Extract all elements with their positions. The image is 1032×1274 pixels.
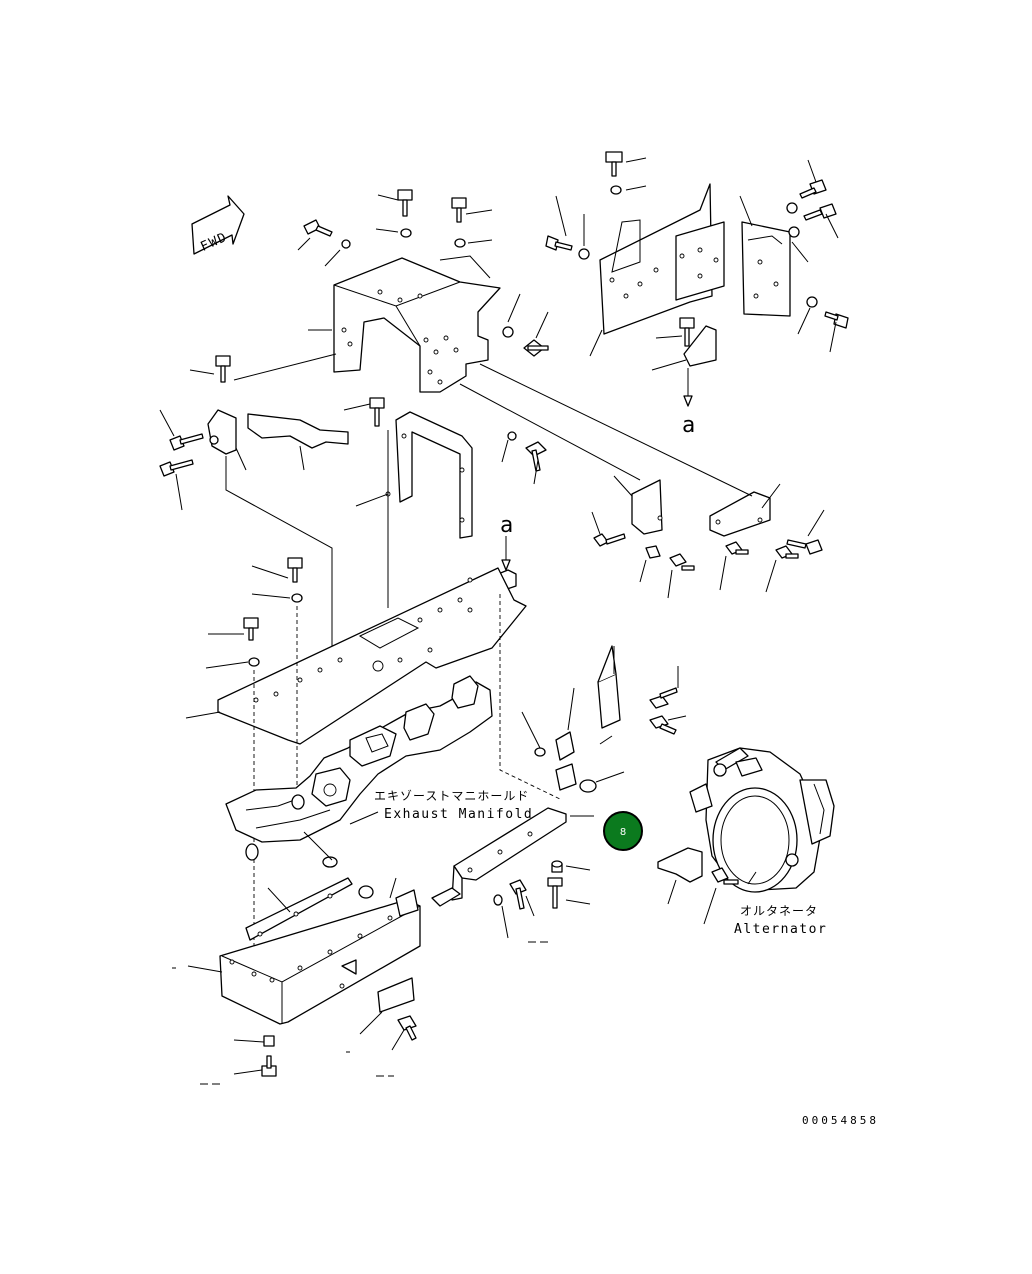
mounting-plate: [217, 567, 527, 745]
callout-badge-number: 8: [620, 827, 626, 838]
right-middle-bracket: [593, 479, 823, 571]
bolt-icon: [545, 151, 849, 367]
callout-badge[interactable]: 8: [603, 811, 643, 851]
heat-shield-bracket: [534, 645, 678, 793]
bolt-icon: [303, 189, 549, 357]
left-small-bracket: [159, 355, 349, 477]
alternator-label-en: Alternator: [734, 922, 827, 937]
exhaust-manifold-label-jp: エキゾーストマニホールド: [374, 789, 529, 803]
bolt-icon: [243, 557, 303, 667]
arrow-down-icon: [501, 559, 511, 571]
lower-left-tray: [219, 856, 421, 1077]
lower-long-bracket: [431, 807, 567, 910]
view-a-label-mid: a: [500, 513, 513, 538]
alternator-label-jp: オルタネータ: [740, 904, 818, 918]
center-vertical-bracket: [369, 397, 547, 539]
arrow-down-icon: [683, 395, 693, 407]
alternator: [689, 747, 835, 893]
view-a-label-top: a: [682, 413, 695, 438]
fwd-arrow-icon: FWD: [191, 195, 245, 255]
upper-right-bracket: [599, 183, 791, 335]
exhaust-manifold-label-en: Exhaust Manifold: [384, 807, 533, 822]
upper-bracket: [333, 255, 501, 393]
exhaust-manifold: [225, 675, 493, 861]
alternator-bracket: [657, 847, 739, 885]
drawing-number: 00054858: [802, 1114, 879, 1127]
